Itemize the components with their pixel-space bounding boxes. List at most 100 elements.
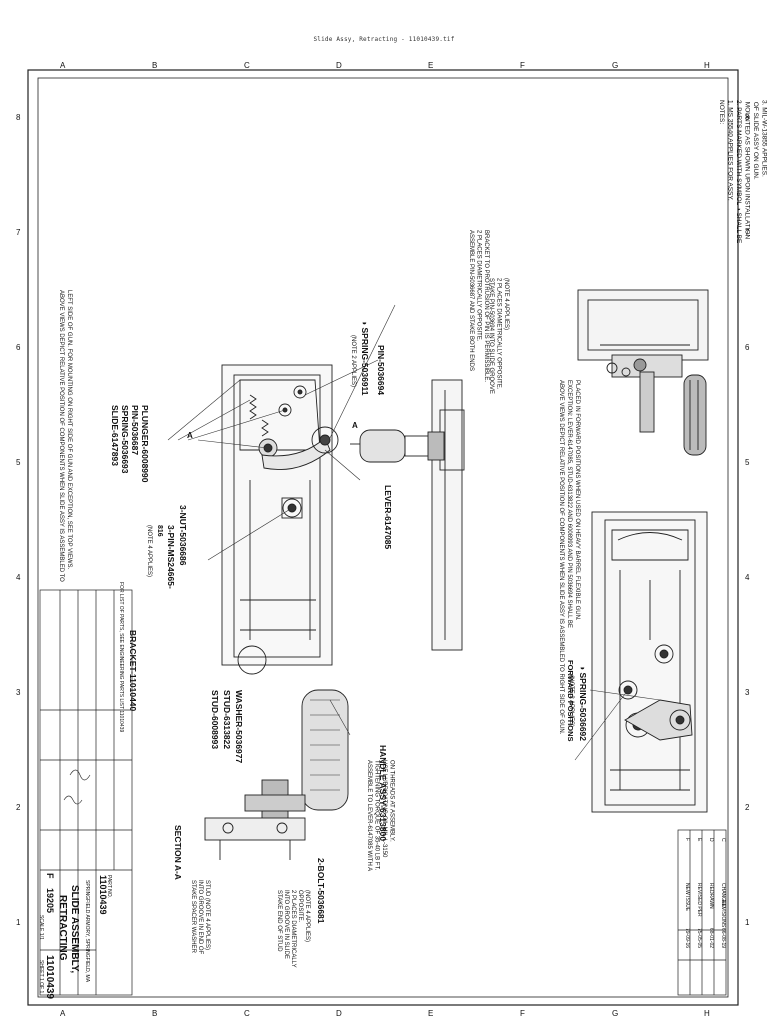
label-pin-5036687: PIN-5036687 bbox=[130, 405, 140, 455]
center-side-view bbox=[350, 379, 465, 651]
document-header: Slide Assy, Retracting - 11010439.tif bbox=[313, 36, 455, 43]
label-pin-5036694: PIN-5036694 bbox=[376, 345, 386, 395]
label-spring-5036692: ◑ SPRING-5036692 bbox=[578, 665, 588, 741]
note-line: OF SLIDE ASSY ON GUN. bbox=[752, 100, 759, 180]
callout-line: (NOTE 4 APPLIES) bbox=[304, 890, 310, 942]
part-no: 11010439 bbox=[98, 875, 108, 915]
section-a-a-view bbox=[204, 689, 349, 860]
callout-assemble-pin: ASSEMBLE PIN-5036687 AND STAKE BOTH ENDS… bbox=[468, 230, 489, 382]
revision-cell: NEW ISSUE bbox=[684, 883, 690, 912]
label-stud-6313822: STUD-6313822 bbox=[222, 690, 232, 749]
zone-letter-bottom: H bbox=[704, 1009, 710, 1018]
zone-letter-bottom: B bbox=[152, 1009, 157, 1018]
revision-cell: 79-09-16 bbox=[684, 928, 690, 948]
zone-number-left: 4 bbox=[16, 573, 21, 582]
label-bracket-note: FOR LIST OF PARTS, SEE ENGINEERING PARTS… bbox=[118, 582, 124, 732]
callout-line: 2 PLACES DIAMETRICALLY OPPOSITE. bbox=[496, 278, 502, 390]
note-line: 3. MIL-W-13855 APPLIES. bbox=[761, 100, 768, 177]
callout-line: ASSEMBLE PIN-5036687 AND STAKE BOTH ENDS bbox=[468, 230, 474, 371]
leader-lines bbox=[167, 304, 661, 761]
label-pin-ms-2: 816 bbox=[156, 525, 163, 537]
callout-line: INTO GROOVE IN END OF bbox=[197, 880, 203, 955]
note-line: MOUNTED AS SHOWN UPON INSTALLATION bbox=[744, 100, 751, 239]
zone-number-left: 6 bbox=[16, 343, 21, 352]
revision-cell: E bbox=[696, 838, 702, 842]
revision-cell: C bbox=[720, 838, 726, 842]
revision-cell: 75-05-05 bbox=[696, 928, 702, 948]
label-spring-5036911: ◑ SPRING-5036911 bbox=[360, 320, 370, 396]
zone-letter-top: D bbox=[336, 61, 342, 70]
top-view-slide-handle bbox=[577, 289, 709, 456]
outer-border bbox=[27, 69, 739, 1006]
label-bracket: BRACKET-11010440 bbox=[128, 630, 138, 712]
callout-line: OPPOSITE. bbox=[297, 890, 303, 923]
zone-letter-top: C bbox=[244, 61, 250, 70]
sheet-label: SHEET 1 OF 1 bbox=[38, 960, 44, 993]
zone-letter-top: A bbox=[60, 61, 66, 70]
note-line: 2. PARTS MARKED WITH SYMBOL ◑ SHALL BE bbox=[735, 100, 742, 244]
zone-letter-top: H bbox=[704, 61, 710, 70]
revision-cell: F bbox=[684, 838, 690, 841]
revision-cell: 66-08-19 bbox=[720, 928, 726, 948]
zone-letter-top: E bbox=[428, 61, 433, 70]
revision-cell: CHANGED bbox=[720, 883, 726, 908]
note-line: NOTES: bbox=[718, 100, 725, 124]
left-main-view-slide bbox=[221, 364, 339, 675]
title-line-1: SLIDE ASSEMBLY, bbox=[69, 885, 80, 973]
inner-border bbox=[37, 77, 729, 998]
zone-letter-bottom: C bbox=[244, 1009, 250, 1018]
agency-name: SPRINGFIELD ARMORY, SPRINGFIELD, MA bbox=[84, 880, 90, 983]
part-no-label: PART NO. bbox=[106, 875, 112, 898]
label-washer: WASHER-5036977 bbox=[234, 690, 244, 764]
callout-line: 2 PLACES DIAMETRICALLY OPPOSITE. bbox=[476, 230, 482, 342]
callout-line: STAKE SPACER WASHER bbox=[190, 880, 196, 954]
zone-number-left: 3 bbox=[16, 688, 21, 697]
drawing-number: 11010439 bbox=[44, 955, 55, 999]
label-nut: 3-NUT-5036686 bbox=[178, 505, 188, 566]
revision-cell: D bbox=[708, 838, 714, 842]
callout-line: USE LUBRICATING OIL MIL-L-3150 bbox=[381, 760, 387, 858]
callout-line: ASSEMBLE TO LEVER-6147085 WITH A bbox=[366, 760, 372, 871]
section-arrow-right: A bbox=[352, 421, 358, 430]
callout-line: ABOVE VIEWS DEPICT RELATIVE POSITION OF … bbox=[58, 290, 64, 582]
callout-line: INTO GROOVE IN SLIDE bbox=[283, 890, 289, 959]
zone-number-right: 3 bbox=[745, 688, 750, 697]
section-arrow-left: A bbox=[187, 431, 193, 440]
zone-number-right: 5 bbox=[745, 458, 750, 467]
callout-line: PLACED IN FORWARD POSITIONS WHEN USED ON… bbox=[574, 380, 580, 621]
callout-stake-end: STAKE END OF STUDINTO GROOVE IN SLIDE2 P… bbox=[276, 890, 310, 968]
label-bolt: 2-BOLT-5036681 bbox=[316, 858, 326, 924]
zone-letter-bottom: D bbox=[336, 1009, 342, 1018]
title-line-2: RETRACTING bbox=[57, 895, 68, 961]
callout-line: LEFT SIDE OF GUN. FOR MOUNTING ON RIGHT … bbox=[66, 290, 72, 569]
zone-letter-bottom: F bbox=[520, 1009, 525, 1018]
label-pin-ms: 3-PIN-MS24665- bbox=[166, 525, 176, 589]
zone-number-right: 4 bbox=[745, 573, 750, 582]
zone-number-right: 8 bbox=[745, 113, 750, 122]
zone-number-right: 7 bbox=[745, 228, 750, 237]
right-view-slide bbox=[591, 511, 708, 813]
zone-number-left: 1 bbox=[16, 918, 21, 927]
zone-number-left: 5 bbox=[16, 458, 21, 467]
title-block bbox=[39, 589, 133, 996]
callout-line: STAKE PIN-503694 INTO SLIDE GROOVE bbox=[488, 278, 494, 394]
callout-line: ABOVE VIEWS DEPICT RELATIVE POSITION OF … bbox=[558, 380, 564, 735]
zone-letter-top: G bbox=[612, 61, 618, 70]
svg-text:NOTES:1. MS 35540 APPLIES FOR: NOTES:1. MS 35540 APPLIES FOR ASSY.2. PA… bbox=[718, 100, 768, 244]
label-plunger: PLUNGER-6008990 bbox=[140, 405, 150, 483]
zone-letter-bottom: G bbox=[612, 1009, 618, 1018]
label-slide: SLIDE-6147893 bbox=[110, 405, 120, 466]
label-spring-5036693: SPRING-5036693 bbox=[120, 405, 130, 474]
label-spring-5036692-note: (NOTE 2 APPLIES) bbox=[568, 675, 574, 727]
callout-line: BRACKET TO PROTRUSION OF PIN IS PERMISSI… bbox=[483, 230, 489, 382]
notes-block: NOTES:1. MS 35540 APPLIES FOR ASSY.2. PA… bbox=[718, 100, 768, 244]
label-forward-positions: FORWARD POSITIONS bbox=[566, 660, 575, 742]
scale-label: SCALE 1/1 bbox=[38, 915, 44, 940]
